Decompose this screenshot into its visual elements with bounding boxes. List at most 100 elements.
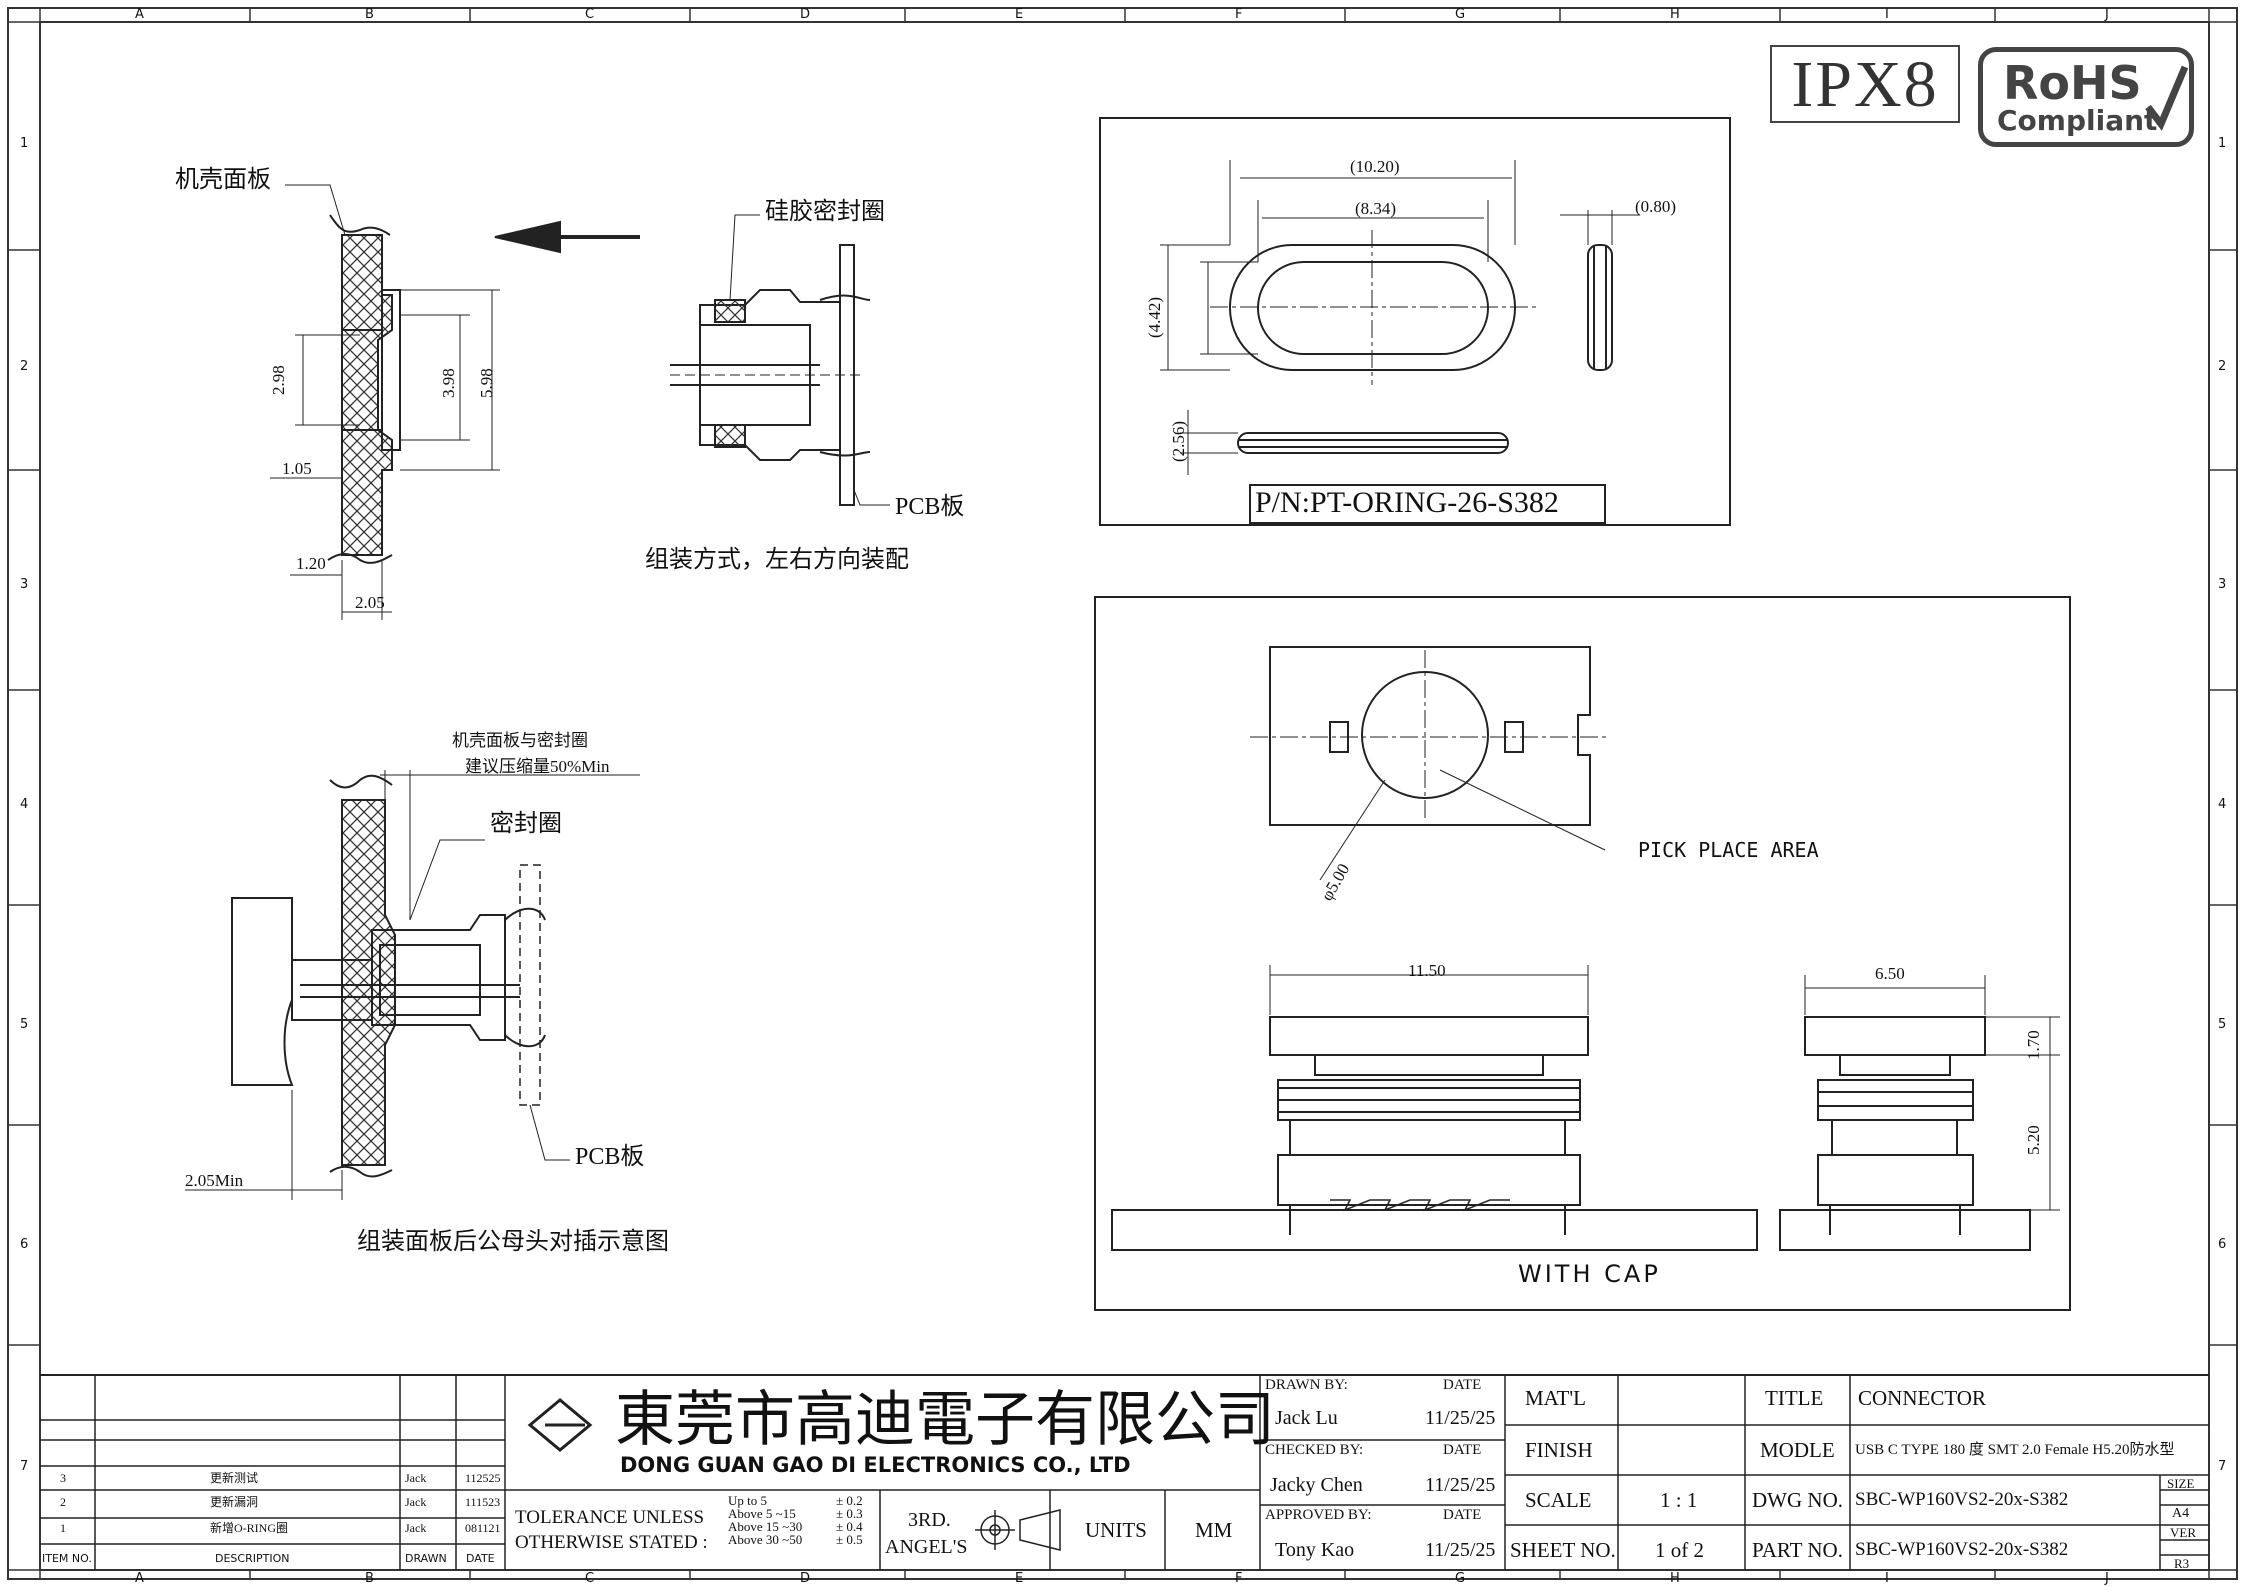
rohs-logo: RoHS Compliant [1978, 47, 2194, 147]
grid-col-top-B: B [365, 7, 374, 22]
grid-row-right-5: 5 [2218, 1017, 2227, 1032]
revision-desc: 新增O-RING圈 [210, 1521, 288, 1535]
approved-by-label: APPROVED BY: [1265, 1507, 1372, 1523]
tolerance-value: ± 0.4 [836, 1519, 863, 1534]
revision-date: 112525 [465, 1471, 501, 1485]
connector-side-view-1 [670, 214, 890, 506]
oring-dim-2-56: (2.56) [1169, 420, 1188, 462]
grid-col-bottom-H: H [1670, 1571, 1680, 1586]
with-cap-caption: WITH CAP [1518, 1260, 1661, 1288]
panel-label: 机壳面板 [175, 167, 271, 193]
grid-col-bottom-A: A [135, 1571, 144, 1586]
cap-width-11-50: 11.50 [1408, 961, 1446, 980]
ver-value: R3 [2174, 1556, 2190, 1571]
pcb-label-2: PCB板 [575, 1144, 645, 1170]
grid-row-right-1: 1 [2218, 136, 2227, 151]
scale-label: SCALE [1525, 1488, 1592, 1512]
pcb-label-1: PCB板 [895, 494, 965, 520]
tolerance-value: ± 0.3 [836, 1506, 863, 1521]
part-label: PART NO. [1752, 1538, 1843, 1562]
oring-dim-10-20: (10.20) [1350, 157, 1400, 176]
oring-dim-0-80: (0.80) [1635, 197, 1677, 216]
grid-col-top-E: E [1015, 7, 1024, 22]
company-name-en: DONG GUAN GAO DI ELECTRONICS CO., LTD [620, 1453, 1131, 1477]
grid-col-top-G: G [1455, 7, 1466, 22]
grid-row-right-7: 7 [2218, 1459, 2227, 1474]
revision-item: 3 [60, 1471, 66, 1485]
rev-header-desc: DESCRIPTION [215, 1552, 290, 1565]
date-label-1: DATE [1443, 1377, 1482, 1393]
checked-by-label: CHECKED BY: [1265, 1442, 1364, 1458]
revision-drawn: Jack [405, 1495, 427, 1509]
sheet-value: 1 of 2 [1655, 1538, 1704, 1562]
revision-desc: 更新漏洞 [210, 1495, 259, 1509]
date-label-2: DATE [1443, 1442, 1482, 1458]
tolerance-line-2: OTHERWISE STATED : [515, 1532, 708, 1553]
revision-date: 081121 [465, 1521, 501, 1535]
angle-line-1: 3RD. [908, 1509, 951, 1531]
seal-label: 硅胶密封圈 [765, 199, 885, 225]
grid-row-left-7: 7 [20, 1459, 29, 1474]
tolerance-value: ± 0.2 [836, 1493, 863, 1508]
grid-col-bottom-D: D [800, 1571, 811, 1586]
grid-row-left-2: 2 [20, 359, 29, 374]
cap-width-6-50: 6.50 [1875, 964, 1905, 983]
assembly-caption-2: 组装面板后公母头对插示意图 [357, 1229, 669, 1255]
checked-by: Jacky Chen [1270, 1474, 1363, 1496]
grid-col-bottom-G: G [1455, 1571, 1466, 1586]
compression-note-1: 机壳面板与密封圈 [452, 731, 588, 750]
oring-dim-4-42: (4.42) [1145, 296, 1164, 338]
pick-place-label: PICK PLACE AREA [1638, 838, 1819, 862]
grid-row-left-4: 4 [20, 797, 29, 812]
date-1: 11/25/25 [1425, 1407, 1496, 1429]
grid-row-right-3: 3 [2218, 577, 2227, 592]
size-label: SIZE [2167, 1476, 2195, 1491]
grid-col-top-C: C [585, 7, 595, 22]
grid-col-bottom-C: C [585, 1571, 595, 1586]
seal-label-2: 密封圈 [490, 811, 562, 837]
revision-item: 2 [60, 1495, 66, 1509]
grid-col-top-J: J [2105, 7, 2109, 22]
tolerance-value: ± 0.5 [836, 1532, 863, 1547]
dwg-value: SBC-WP160VS2-20x-S382 [1855, 1489, 2069, 1510]
dim-1-20: 1.20 [296, 554, 326, 573]
dim-3-98: 3.98 [439, 368, 458, 398]
cap-height-1-70: 1.70 [2024, 1030, 2043, 1060]
grid-col-bottom-F: F [1235, 1571, 1243, 1586]
grid-row-left-1: 1 [20, 136, 29, 151]
date-3: 11/25/25 [1425, 1539, 1496, 1561]
oring-dim-8-34: (8.34) [1355, 199, 1397, 218]
finish-label: FINISH [1525, 1438, 1593, 1462]
grid-col-bottom-J: J [2105, 1571, 2109, 1586]
grid-row-left-3: 3 [20, 577, 29, 592]
date-label-3: DATE [1443, 1507, 1482, 1523]
matl-label: MAT'L [1525, 1386, 1586, 1410]
title-label: TITLE [1765, 1386, 1824, 1410]
grid-col-top-D: D [800, 7, 811, 22]
check-icon [2145, 65, 2188, 131]
drawn-by-label: DRAWN BY: [1265, 1377, 1348, 1393]
dwg-label: DWG NO. [1752, 1488, 1843, 1512]
grid-col-top-H: H [1670, 7, 1680, 22]
tolerance-line-1: TOLERANCE UNLESS [515, 1507, 705, 1528]
revision-drawn: Jack [405, 1471, 427, 1485]
grid-row-right-6: 6 [2218, 1237, 2227, 1252]
model-label: MODLE [1760, 1438, 1835, 1462]
ver-label: VER [2170, 1525, 2196, 1540]
oring-view [1099, 117, 1731, 526]
revision-item: 1 [60, 1521, 66, 1535]
grid-col-bottom-E: E [1015, 1571, 1024, 1586]
grid-row-right-4: 4 [2218, 797, 2227, 812]
rev-header-date: DATE [466, 1552, 495, 1565]
grid-col-top-A: A [135, 7, 144, 22]
revision-drawn: Jack [405, 1521, 427, 1535]
title-value: CONNECTOR [1858, 1386, 1986, 1410]
tolerance-range: Up to 5 [728, 1493, 767, 1508]
model-value: USB C TYPE 180 度 SMT 2.0 Female H5.20防水型 [1855, 1442, 2175, 1458]
sheet-label: SHEET NO. [1510, 1538, 1616, 1562]
grid-col-top-F: F [1235, 7, 1243, 22]
assembly-view-2 [185, 770, 640, 1200]
rev-header-drawn: DRAWN [405, 1552, 447, 1565]
dim-2-05min: 2.05Min [185, 1171, 244, 1190]
